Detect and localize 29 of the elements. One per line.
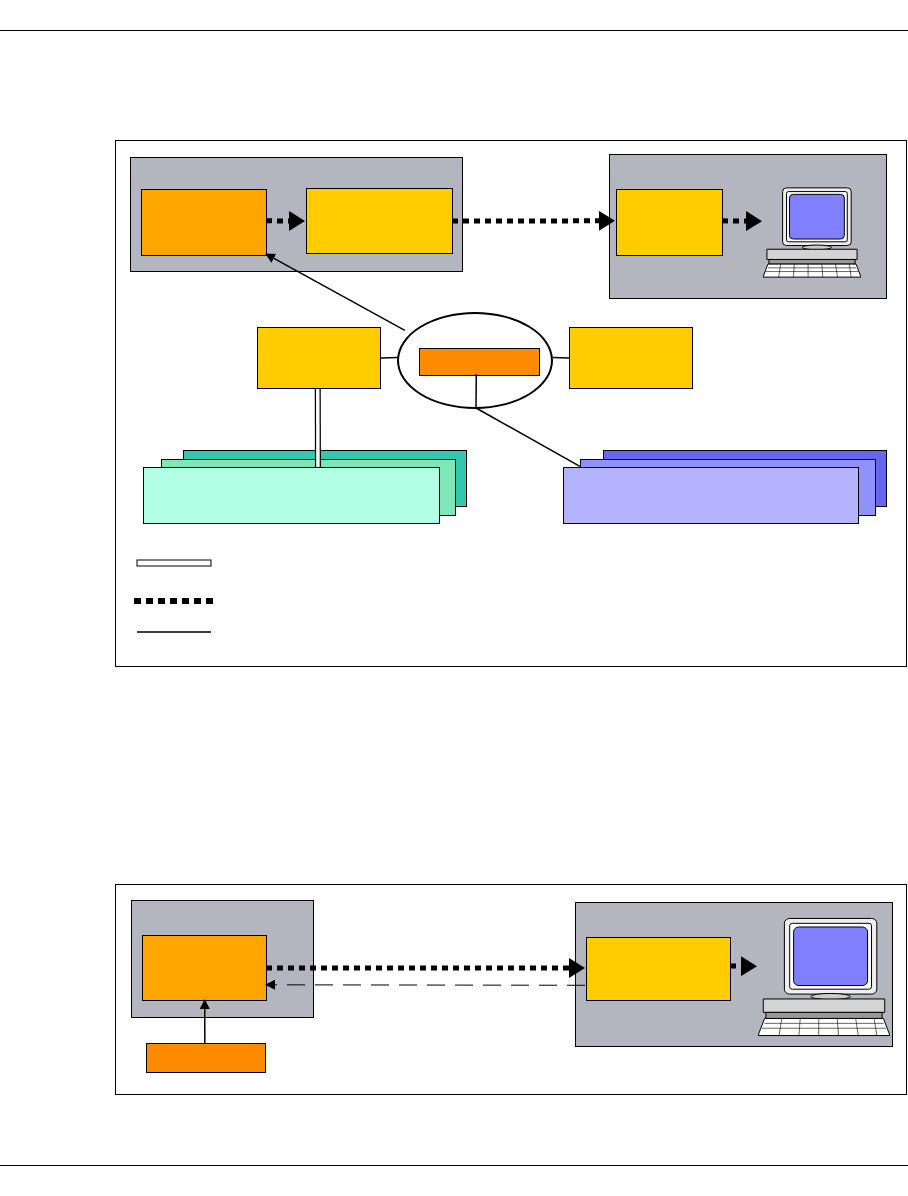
process-box: [142, 935, 267, 1001]
process-box: [306, 188, 453, 254]
arrow: [265, 253, 406, 332]
computer-drawing: [763, 186, 861, 279]
process-box: [616, 189, 723, 256]
process-box: [419, 348, 540, 376]
process-box: [257, 327, 381, 389]
double-line-connector: [314, 389, 321, 468]
dotted-arrow: [452, 210, 615, 231]
process-box: [569, 327, 693, 389]
process-box: [586, 937, 731, 1001]
dotted-arrow: [730, 956, 757, 977]
dotted-arrow: [266, 210, 305, 231]
connector-line: [380, 356, 398, 359]
system-panel: [130, 157, 463, 272]
stacked-boxes: [563, 450, 887, 524]
computer-drawing: [758, 916, 890, 1038]
process-box: [141, 189, 267, 256]
process-box: [146, 1043, 266, 1073]
dotted-arrow: [266, 958, 585, 978]
arrow: [199, 999, 210, 1044]
dashed-arrow: [265, 979, 586, 990]
connector-line: [475, 373, 581, 468]
system-panel: [609, 154, 887, 299]
connector-line: [552, 356, 570, 359]
dotted-arrow: [721, 211, 762, 232]
system-panel: [131, 900, 314, 1018]
system-panel: [575, 902, 893, 1047]
stacked-boxes: [143, 450, 467, 524]
